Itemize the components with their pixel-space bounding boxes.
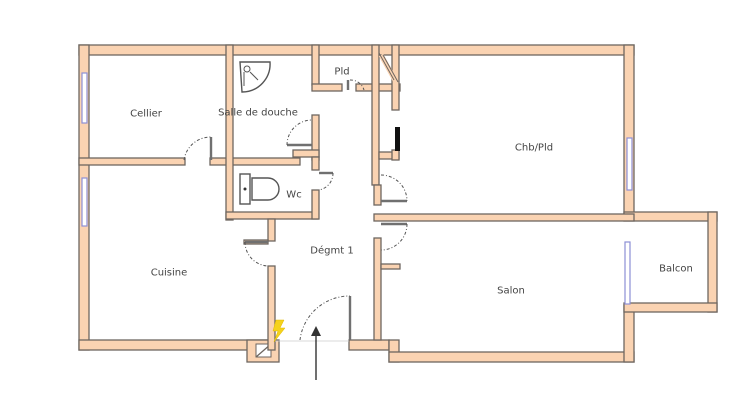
room-label-pld: Pld [334,66,350,78]
window-salon [624,241,631,305]
window-cuisine [81,177,88,227]
room-label-cellier: Cellier [130,108,162,120]
room-label-balcon: Balcon [659,263,693,275]
radiator [395,127,400,151]
toilet-icon [239,173,280,205]
lightning-bolt-icon [272,319,286,343]
window-chb [626,137,633,191]
room-label-degmt: Dégmt 1 [310,245,354,257]
room-label-cuisine: Cuisine [150,267,188,279]
room-label-salle-de-douche: Salle de douche [218,107,298,119]
room-label-wc: Wc [286,189,302,201]
room-label-chb-pld: Chb/Pld [514,142,554,154]
room-label-salon: Salon [497,285,525,297]
interior-walls [78,44,635,351]
window-cellier [81,72,88,124]
windows [81,72,633,305]
doors [183,79,408,342]
shower-icon [239,61,271,93]
entrance-arrow-icon [311,326,321,380]
